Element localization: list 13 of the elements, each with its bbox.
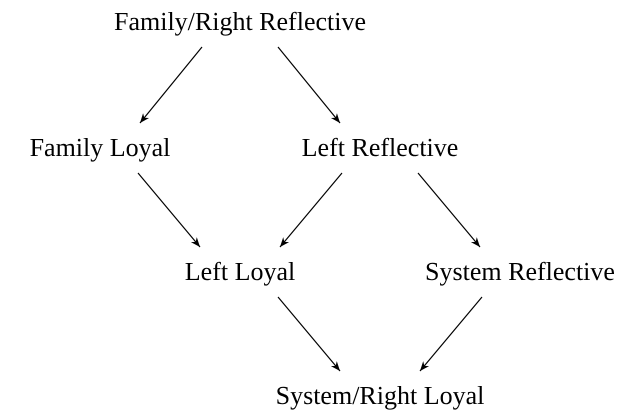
arrow (140, 46, 202, 124)
arrow (418, 172, 480, 248)
node-label: Left Loyal (182, 249, 298, 295)
arrow (278, 296, 340, 372)
node-label: System Reflective (423, 249, 617, 295)
node-label: Family/Right Reflective (112, 0, 368, 45)
arrow (278, 46, 340, 124)
node-label: Family Loyal (28, 125, 172, 171)
node-label: Left Reflective (300, 125, 460, 171)
arrow (280, 172, 342, 248)
arrow (138, 172, 200, 248)
node-label: System/Right Loyal (274, 373, 486, 415)
arrow (420, 296, 482, 372)
